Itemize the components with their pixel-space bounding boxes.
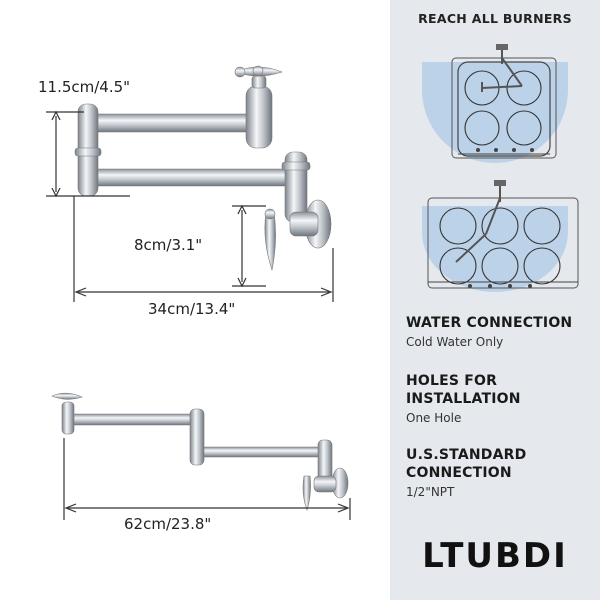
water-connection-text: Cold Water Only — [406, 335, 504, 349]
folded-width-label: 34cm/13.4" — [148, 300, 236, 318]
water-connection-section: WATER CONNECTION Cold Water Only — [406, 314, 596, 349]
holes-title-line1: HOLES FOR — [406, 373, 498, 389]
folded-faucet — [74, 65, 332, 272]
faucet-drawing — [46, 65, 351, 520]
holes-title-line2: INSTALLATION — [406, 391, 521, 407]
dimension-line-bottom — [63, 438, 351, 520]
feature-panel: REACH ALL BURNERS — [390, 0, 600, 600]
dimension-lines-top — [46, 110, 334, 302]
standard-text: 1/2"NPT — [406, 485, 455, 499]
stove-illustrations — [422, 44, 579, 292]
brand-logo: LTUBDI — [422, 536, 568, 576]
holes-text: One Hole — [406, 411, 462, 425]
extended-faucet — [51, 392, 349, 511]
holes-section: HOLES FOR INSTALLATION One Hole — [406, 372, 596, 425]
extended-width-label: 62cm/23.8" — [124, 515, 212, 533]
product-dimension-area: 11.5cm/4.5" 8cm/3.1" 34cm/13.4" 62cm/23.… — [38, 65, 351, 533]
standard-title-line2: CONNECTION — [406, 465, 512, 481]
standard-title-line1: U.S.STANDARD — [406, 447, 527, 463]
height-dimension-label: 11.5cm/4.5" — [38, 78, 131, 96]
standard-connection-section: U.S.STANDARD CONNECTION 1/2"NPT — [406, 446, 596, 499]
four-burner-stove — [422, 44, 568, 163]
panel-title: REACH ALL BURNERS — [418, 11, 572, 26]
six-burner-stove — [422, 180, 579, 292]
water-connection-title: WATER CONNECTION — [406, 315, 573, 331]
inlet-height-label: 8cm/3.1" — [134, 236, 203, 254]
